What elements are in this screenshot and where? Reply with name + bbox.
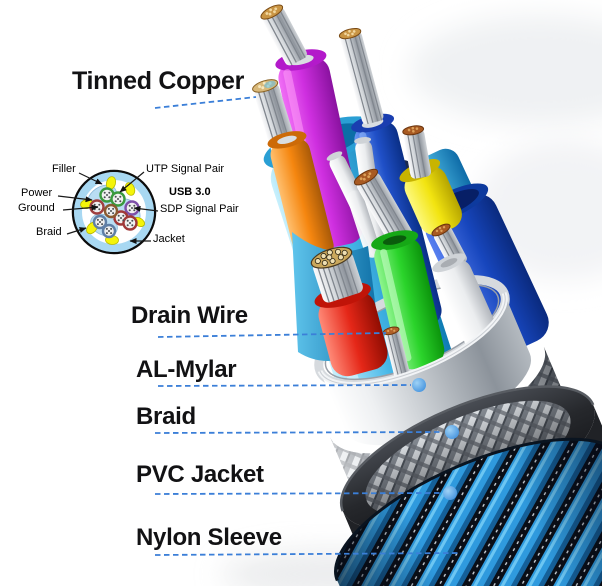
- layer-nylon-sleeve: [334, 437, 602, 586]
- leader-braid: [66, 227, 87, 235]
- schematic-label-usb-version: USB 3.0: [169, 186, 211, 198]
- leader-sdp: [133, 205, 159, 212]
- schematic-leader-lines: [57, 171, 159, 244]
- callout-label-pvc-jacket: PVC Jacket: [136, 461, 264, 488]
- leader-utp: [119, 171, 145, 193]
- callout-line-braid: [154, 431, 444, 434]
- leader-ground: [62, 204, 99, 211]
- callout-label-nylon-sleeve: Nylon Sleeve: [136, 524, 282, 551]
- callout-dots: [412, 378, 459, 500]
- callout-dot-braid: [445, 425, 459, 439]
- callout-line-pvc-jacket: [154, 492, 442, 495]
- wire-blue-strands: [338, 27, 384, 125]
- wire-green: [371, 230, 445, 370]
- schematic-label-jacket: Jacket: [153, 233, 185, 245]
- schematic-label-filler: Filler: [52, 163, 76, 175]
- cross-section-schematic: [71, 169, 157, 255]
- callout-line-nylon-sleeve: [154, 552, 462, 556]
- cable: [252, 4, 602, 586]
- wire-yellow-strands: [402, 125, 432, 179]
- callout-dot-al-mylar: [412, 378, 426, 392]
- wire-magenta-strands: [260, 4, 307, 66]
- callout-label-tinned-copper: Tinned Copper: [72, 67, 245, 95]
- schematic-label-power: Power: [21, 187, 53, 199]
- callout-label-drain-wire: Drain Wire: [131, 302, 248, 329]
- leader-filler: [78, 172, 103, 185]
- callout-line-drain-wire: [157, 332, 387, 338]
- wire-orange: [267, 131, 334, 263]
- schematic-label-utp-signal-pair: UTP Signal Pair: [146, 163, 225, 175]
- callout-label-al-mylar: AL-Mylar: [136, 356, 237, 383]
- schematic-label-sdp-signal-pair: SDP Signal Pair: [160, 203, 239, 215]
- callout-label-braid: Braid: [136, 403, 196, 430]
- callout-line-tinned-copper: [154, 96, 257, 109]
- schematic-label-braid: Braid: [36, 226, 62, 238]
- wire-red-conductor: [310, 246, 363, 303]
- leader-power: [57, 195, 93, 203]
- schematic-label-ground: Ground: [18, 202, 55, 214]
- callout-line-al-mylar: [157, 384, 412, 387]
- callout-dot-pvc-jacket: [443, 486, 457, 500]
- callout-lines: [154, 96, 462, 556]
